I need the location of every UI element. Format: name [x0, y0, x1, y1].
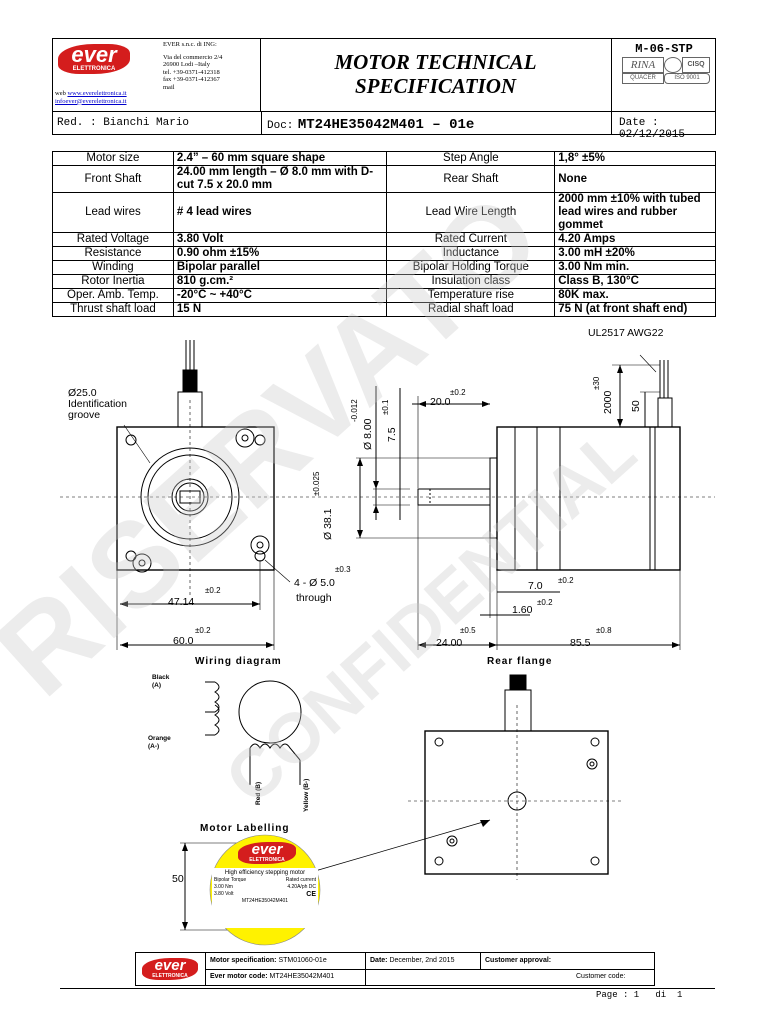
motor-labelling-title: Motor Labelling	[200, 823, 290, 834]
dim-4714: 47.14	[168, 596, 195, 608]
spec-value: 2.4” – 60 mm square shape	[172, 151, 388, 166]
spec-label: Thrust shaft load	[52, 302, 174, 317]
document-title: MOTOR TECHNICAL SPECIFICATION	[334, 50, 537, 98]
dim-800: Ø 8.00	[362, 418, 374, 450]
wire-black-label: Black (A)	[152, 674, 170, 689]
spec-label: Front Shaft	[52, 165, 174, 193]
cert-seal-icon	[664, 57, 682, 73]
company-cell: ever ELETTRONICA EVER s.n.c. di ING: Via…	[53, 39, 261, 111]
document-date: Date : 02/12/2015	[619, 117, 686, 141]
company-name: EVER s.n.c. di ING:	[163, 41, 217, 48]
redactor-label: Red. : Bianchi Mario	[57, 117, 190, 129]
label-logo: ever ELETTRONICA	[238, 842, 296, 864]
page-number: Page : 1 di 1	[596, 990, 683, 1000]
spec-value: 1,8° ±5%	[554, 151, 716, 166]
spec-value: 24.00 mm length – Ø 8.0 mm with D-cut 7.…	[172, 165, 388, 193]
spec-label: Rear Shaft	[386, 165, 556, 193]
wire-orange-label: Orange (A-)	[148, 735, 171, 750]
spec-value: 4.20 Amps	[554, 232, 716, 247]
spec-value: 2000 mm ±10% with tubed lead wires and r…	[554, 192, 716, 233]
dim-holes: 4 - Ø 5.0	[294, 577, 335, 589]
spec-label: Bipolar Holding Torque	[386, 260, 556, 275]
code-cell: M-06-STP RINA CISQ QUACER ISO 9001	[612, 39, 716, 111]
mail-link[interactable]: infoever@everelettronica.it	[55, 97, 127, 105]
spec-value: 15 N	[172, 302, 388, 317]
spec-label: Motor size	[52, 151, 174, 166]
wire-red-label: Red (B)	[255, 781, 262, 805]
dim-50-wire: 50	[630, 400, 642, 412]
web-link[interactable]: www.everelettronica.it	[67, 90, 127, 97]
dim-381: Ø 38.1	[322, 508, 334, 540]
wire-yellow-label: Yellow (B-)	[303, 778, 310, 812]
wire-label: UL2517 AWG22	[588, 327, 664, 339]
dim-70: 7.0	[528, 580, 543, 592]
title-cell: MOTOR TECHNICAL SPECIFICATION	[260, 39, 612, 111]
spec-value: Class B, 130°C	[554, 274, 716, 289]
footer-box: ever ELETTRONICA Motor specification: ST…	[135, 952, 655, 986]
rina-logo: RINA	[622, 57, 664, 73]
spec-label: Radial shaft load	[386, 302, 556, 317]
qualcer-label: QUACER	[622, 73, 664, 84]
dim-600: 60.0	[173, 635, 194, 647]
motor-label-graphic	[209, 834, 321, 946]
dim-2000: 2000	[602, 390, 614, 414]
dim-20: 20.0	[430, 396, 451, 408]
wiring-diagram-title: Wiring diagram	[195, 656, 282, 667]
groove-label: Ø25.0 Identification groove	[68, 387, 127, 421]
iso-label: ISO 9001	[664, 73, 710, 84]
spec-value: -20°C ~ +40°C	[172, 288, 388, 303]
dim-160: 1.60	[512, 604, 533, 616]
label-content: High efficiency stepping motor Bipolar T…	[214, 870, 316, 904]
ever-logo: ever ELETTRONICA	[58, 44, 130, 74]
spec-value: None	[554, 165, 716, 193]
dim-75: 7.5	[386, 427, 398, 442]
spec-label: Lead wires	[52, 192, 174, 233]
spec-label: Rotor Inertia	[52, 274, 174, 289]
document-code: M-06-STP	[635, 42, 693, 56]
label-dim-50: 50	[172, 873, 184, 885]
header-box: ever ELETTRONICA EVER s.n.c. di ING: Via…	[52, 38, 716, 141]
certification-logos: RINA CISQ QUACER ISO 9001	[622, 57, 710, 84]
company-address: EVER s.n.c. di ING: Via del commercio 2/…	[163, 41, 258, 91]
footer-logo: ever ELETTRONICA	[142, 958, 198, 980]
company-links: web www.everelettronica.it infoever@ever…	[55, 90, 165, 105]
rear-flange-title: Rear flange	[487, 656, 553, 667]
dim-2400: 24.00	[436, 637, 463, 649]
spec-value: 3.00 mH ±20%	[554, 246, 716, 261]
spec-label: Temperature rise	[386, 288, 556, 303]
spec-value: 75 N (at front shaft end)	[554, 302, 716, 317]
doc-number: Doc: MT24HE35042M401 – 01e	[267, 117, 475, 133]
spec-value: 0.90 ohm ±15%	[172, 246, 388, 261]
spec-label: Resistance	[52, 246, 174, 261]
cisq-logo: CISQ	[682, 57, 710, 73]
dim-855: 85.5	[570, 637, 591, 649]
